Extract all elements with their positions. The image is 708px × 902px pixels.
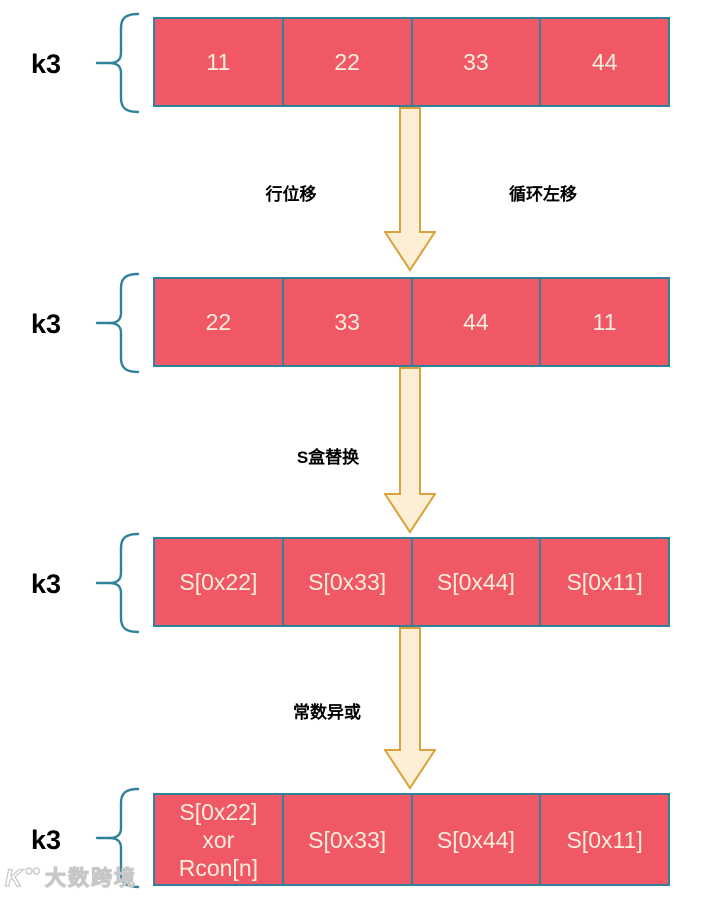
down-arrow-icon <box>384 627 436 790</box>
watermark-text: 大数跨境 <box>45 867 137 891</box>
array-cell: S[0x33] <box>281 795 411 884</box>
array-cell: S[0x22] xor Rcon[n] <box>178 798 258 881</box>
brace-icon <box>95 12 140 114</box>
array-cell: 33 <box>410 19 540 105</box>
down-arrow-icon <box>384 367 436 534</box>
key-array-row-2: 22 33 44 11 <box>153 277 670 367</box>
array-cell: S[0x22] <box>179 569 258 595</box>
array-cell: S[0x33] <box>281 539 411 625</box>
array-cell: 11 <box>206 49 231 75</box>
array-cell: S[0x44] <box>410 795 540 884</box>
down-arrow-icon <box>384 107 436 272</box>
key-array-row-4: S[0x22] xor Rcon[n] S[0x33] S[0x44] S[0x… <box>153 793 670 886</box>
step1-left-label: 行位移 <box>265 185 317 204</box>
row3-key-label: k3 <box>30 569 62 599</box>
array-cell: S[0x11] <box>539 539 668 625</box>
array-cell: 11 <box>539 279 668 365</box>
brace-icon <box>95 532 140 634</box>
array-cell: S[0x44] <box>410 539 540 625</box>
array-cell: S[0x11] <box>539 795 668 884</box>
svg-text:K: K <box>5 865 24 891</box>
row2-key-label: k3 <box>30 309 62 339</box>
array-cell: 22 <box>205 309 232 335</box>
row1-key-label: k3 <box>30 49 62 79</box>
watermark-logo-icon: K <box>5 864 41 891</box>
row4-key-label: k3 <box>30 825 62 855</box>
key-array-row-1: 11 22 33 44 <box>153 17 670 107</box>
step1-right-label: 循环左移 <box>509 185 577 204</box>
step2-label: S盒替换 <box>296 448 360 467</box>
step3-label: 常数异或 <box>293 703 361 722</box>
watermark: K 大数跨境 <box>5 860 137 894</box>
brace-icon <box>95 272 140 374</box>
brace-icon <box>95 787 140 889</box>
array-cell: 22 <box>281 19 411 105</box>
key-array-row-3: S[0x22] S[0x33] S[0x44] S[0x11] <box>153 537 670 627</box>
array-cell: 44 <box>410 279 540 365</box>
array-cell: 44 <box>539 19 668 105</box>
array-cell: 33 <box>281 279 411 365</box>
